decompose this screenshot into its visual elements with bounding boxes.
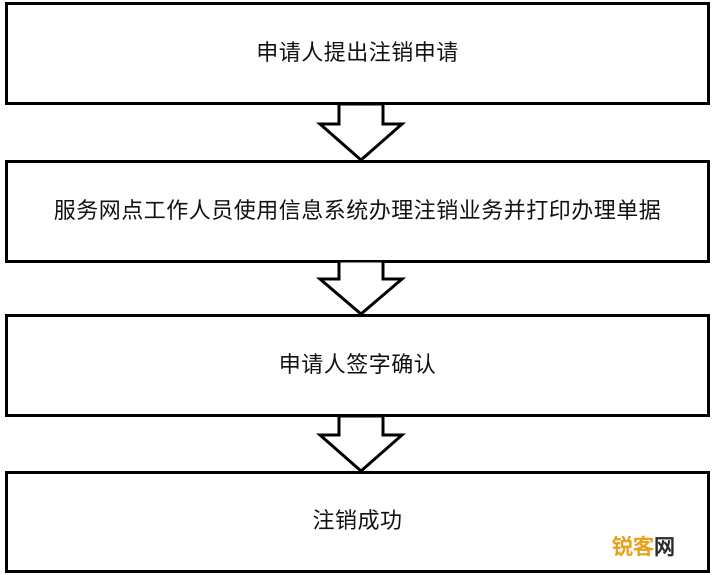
watermark-text-part1: 锐客	[612, 535, 654, 559]
down-arrow-icon	[316, 104, 406, 162]
step-label-apply: 申请人提出注销申请	[256, 40, 459, 66]
down-arrow-icon	[315, 261, 407, 316]
step-box-apply: 申请人提出注销申请	[5, 2, 710, 105]
step-box-process: 服务网点工作人员使用信息系统办理注销业务并打印办理单据	[5, 160, 710, 263]
step-box-success: 注销成功	[5, 471, 710, 573]
watermark-logo: 锐客网	[612, 531, 675, 561]
step-label-success: 注销成功	[312, 509, 403, 534]
step-box-sign: 申请人签字确认	[5, 314, 710, 417]
down-arrow-icon	[316, 416, 406, 473]
watermark-text-part2: 网	[654, 535, 675, 559]
step-label-sign: 申请人签字确认	[278, 352, 437, 378]
step-label-process: 服务网点工作人员使用信息系统办理注销业务并打印办理单据	[53, 198, 662, 224]
